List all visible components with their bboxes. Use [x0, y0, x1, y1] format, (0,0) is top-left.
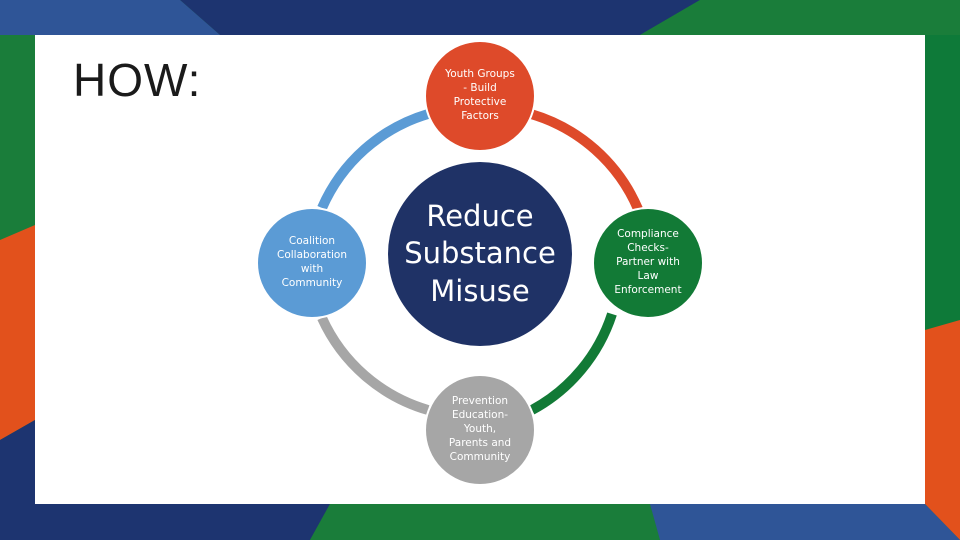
arc-top-right: [529, 109, 643, 211]
arc-right-bottom: [529, 312, 617, 415]
node-text-line: Law: [637, 269, 659, 282]
frame-bottom-left-navy: [0, 504, 330, 540]
center-line: Substance: [404, 236, 556, 271]
node-text-line: Compliance: [617, 228, 679, 241]
node-text-line: - Build: [463, 82, 497, 95]
frame-bottom-right-blue: [650, 504, 960, 540]
node-prevention-education: Prevention Education- Youth, Parents and…: [424, 374, 536, 486]
frame-bottom-green: [310, 504, 660, 540]
node-text-line: Protective: [453, 96, 507, 108]
frame-top-navy: [180, 0, 700, 35]
node-text-line: Prevention: [451, 395, 509, 408]
node-text-line: Parents and: [448, 436, 512, 449]
node-text-line: Community: [281, 276, 343, 289]
frame-top-right-green: [640, 0, 960, 35]
node-youth-groups: Youth Groups - Build Protective Factors: [424, 40, 536, 152]
node-text-line: Youth Groups: [445, 68, 515, 81]
arc-left-top: [317, 109, 430, 211]
frame-top-left-blue: [0, 0, 220, 35]
node-text-line: Factors: [461, 109, 499, 122]
center-line: Misuse: [430, 273, 530, 308]
node-text-line: Checks-: [627, 242, 669, 255]
frame-right-orange: [925, 320, 960, 540]
node-text-line: Community: [449, 450, 511, 463]
node-compliance-checks: Compliance Checks- Partner with Law Enfo…: [592, 207, 704, 319]
node-text-line: Youth,: [463, 423, 497, 436]
arc-bottom-left: [317, 315, 430, 415]
node-text-line: Education-: [451, 409, 509, 422]
node-coalition-collaboration: Coalition Collaboration with Community: [256, 207, 368, 319]
frame-left-orange: [0, 225, 35, 440]
frame-right-green: [925, 35, 960, 330]
node-text-line: Coalition: [288, 235, 336, 248]
center-line: Reduce: [426, 199, 534, 234]
node-text-line: Partner with: [616, 256, 680, 269]
node-text-line: with: [300, 263, 324, 275]
slide-title: HOW:: [73, 54, 202, 106]
node-text-line: Collaboration: [277, 249, 347, 262]
node-text-line: Enforcement: [614, 283, 682, 296]
center-circle: Reduce Substance Misuse: [388, 162, 572, 346]
